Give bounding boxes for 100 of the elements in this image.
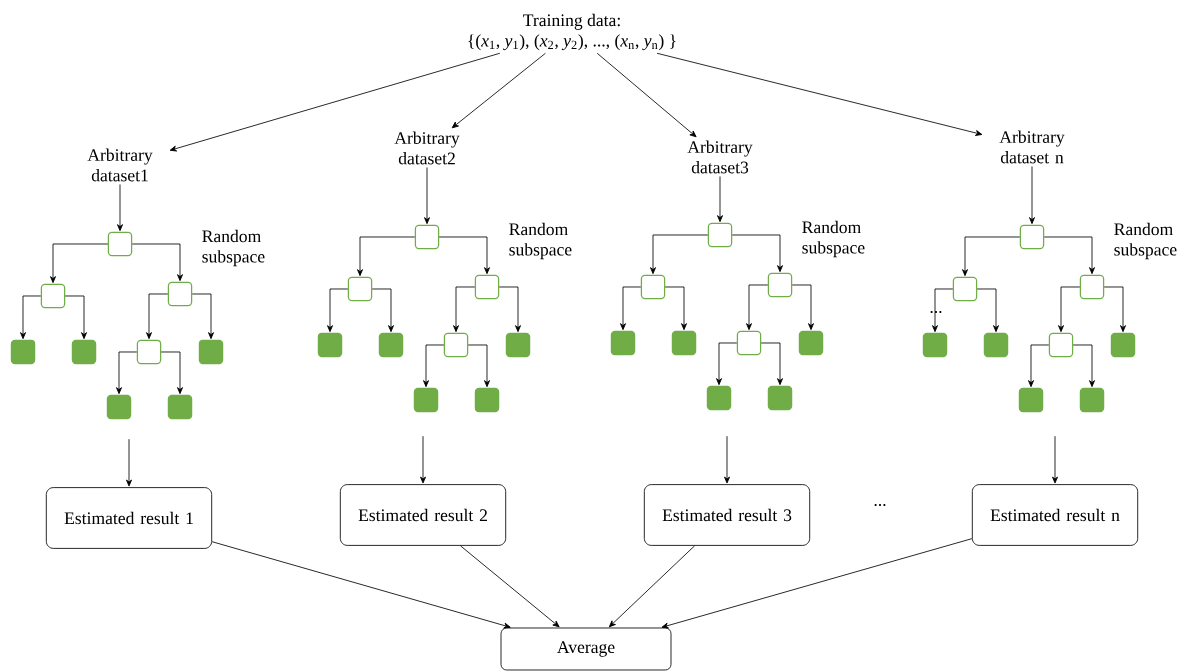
arrow [327, 288, 349, 333]
split-node-square [767, 272, 793, 298]
result-box: Estimated result 1 [45, 487, 213, 549]
leaf-node-square [474, 387, 500, 413]
split-node-square [347, 276, 373, 302]
arrow [131, 243, 183, 282]
arrow [1058, 286, 1081, 333]
leaf-node-square [671, 330, 697, 356]
leaf-node-square [71, 339, 97, 365]
leaf-node-square [983, 332, 1009, 358]
arrow [116, 351, 138, 395]
arrow [64, 295, 87, 340]
split-node-square [474, 274, 500, 300]
arrow [20, 295, 42, 340]
arrow [724, 435, 730, 484]
split-node-square [1079, 274, 1105, 300]
arrow [596, 52, 697, 138]
split-node-square [136, 339, 162, 365]
arrow [976, 288, 999, 333]
leaf-node-square [106, 394, 132, 420]
arrow [1043, 236, 1095, 275]
leaf-node-square [10, 339, 36, 365]
training-data-text: Training data: {(x$_{1}$, y$_{1}$), (x$_{2}$, y$_{2}$), ..., (x$_{n}$, y$_{n}$) } [468, 13, 676, 51]
ellipsis: ... [930, 310, 942, 314]
leaf-node-square [767, 385, 793, 411]
arrow [146, 293, 169, 340]
ellipsis: ... [874, 503, 886, 507]
split-node-square [443, 332, 469, 358]
leaf-node-square [706, 385, 732, 411]
arrow [126, 438, 132, 487]
arrow [451, 52, 546, 129]
split-node-square [1048, 332, 1074, 358]
split-node-square [167, 281, 193, 307]
dataset-label: Arbitrary dataset3 [687, 140, 753, 174]
arrow [211, 541, 511, 629]
arrow [460, 545, 560, 628]
leaf-node-square [317, 332, 343, 358]
leaf-node-square [198, 339, 224, 365]
arrow [1072, 344, 1095, 388]
dataset-label: Arbitrary dataset n [999, 130, 1065, 164]
arrow [371, 288, 394, 333]
result-box: Estimated result 2 [339, 484, 507, 546]
arrow [661, 538, 973, 629]
arrow [664, 286, 687, 331]
split-node-square [707, 222, 733, 248]
arrow [424, 167, 430, 225]
arrow [716, 342, 738, 386]
arrow [169, 52, 501, 152]
average-box: Average [500, 627, 672, 671]
arrow [1029, 166, 1035, 225]
random-subspace-label: Random subspace [1114, 222, 1177, 260]
arrow [791, 284, 814, 331]
arrow [117, 184, 123, 232]
arrow [1028, 344, 1050, 388]
dataset-label: Arbitrary dataset1 [87, 148, 153, 182]
arrow [650, 234, 709, 275]
arrow [160, 351, 183, 395]
leaf-node-square [922, 332, 948, 358]
arrow [357, 236, 416, 277]
leaf-node-square [1018, 387, 1044, 413]
result-box: Estimated result 3 [643, 484, 811, 546]
arrow [1052, 435, 1058, 484]
split-node-square [736, 330, 762, 356]
split-node-square [1019, 224, 1045, 250]
arrow [453, 286, 476, 333]
leaf-node-square [413, 387, 439, 413]
arrow [620, 286, 642, 331]
arrow [50, 243, 109, 284]
arrow [760, 342, 783, 386]
arrow [498, 286, 521, 333]
leaf-node-square [798, 330, 824, 356]
arrow [962, 236, 1021, 277]
split-node-square [107, 231, 133, 257]
leaf-node-square [1110, 332, 1136, 358]
arrow [438, 236, 490, 275]
leaf-node-square [505, 332, 531, 358]
arrow [1103, 286, 1126, 333]
random-subspace-label: Random subspace [802, 220, 865, 258]
split-node-square [640, 274, 666, 300]
leaf-node-square [167, 394, 193, 420]
arrow [932, 288, 954, 333]
dataset-label: Arbitrary dataset2 [394, 131, 460, 165]
split-node-square [952, 276, 978, 302]
arrow [717, 176, 723, 223]
arrow [420, 435, 426, 484]
leaf-node-square [610, 330, 636, 356]
leaf-node-square [378, 332, 404, 358]
arrow [191, 293, 214, 340]
arrow [423, 344, 445, 388]
arrow [731, 234, 783, 273]
random-subspace-label: Random subspace [509, 222, 572, 260]
arrow [608, 545, 695, 628]
arrow [746, 284, 769, 331]
leaf-node-square [1079, 387, 1105, 413]
split-node-square [414, 224, 440, 250]
split-node-square [40, 283, 66, 309]
result-box: Estimated result n [971, 484, 1139, 546]
arrow [467, 344, 490, 388]
arrow [656, 52, 983, 136]
random-subspace-label: Random subspace [202, 229, 265, 267]
